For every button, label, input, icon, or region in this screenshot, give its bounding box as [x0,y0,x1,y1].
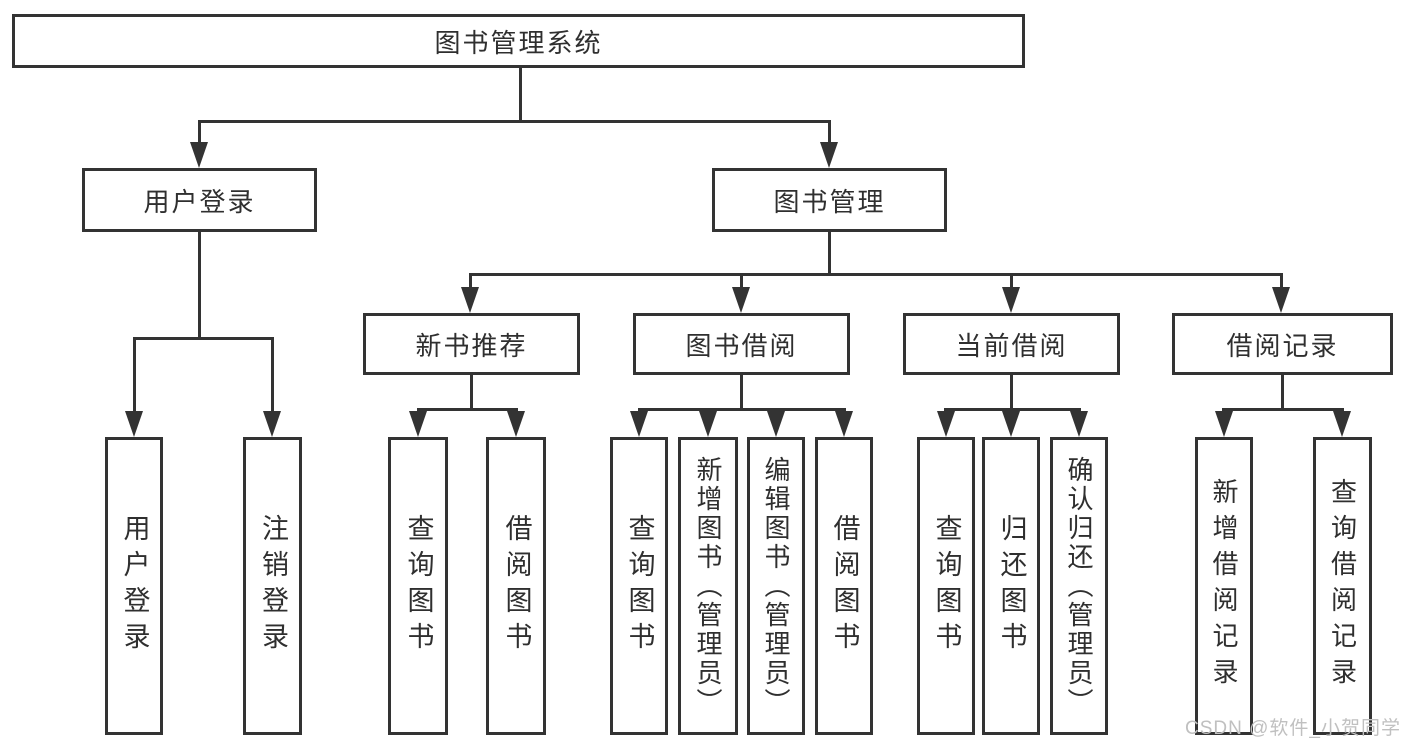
leaf-label: 查询借阅记录 [1327,478,1358,694]
connector-line [1010,375,1013,408]
csdn-watermark: CSDN @软件_小贺同学 [1185,718,1401,739]
leaf-label: 查询图书 [403,514,434,658]
leaf-label: 查询图书 [931,514,962,658]
leaf-label: 注销登录 [258,514,288,658]
arrow-down-icon [699,411,717,437]
connector-line [740,375,743,408]
arrow-down-icon [263,411,281,437]
leaf-query-books: 查询图书 [610,437,668,735]
leaf-label: 借阅图书 [501,514,532,658]
arrow-down-icon [1272,287,1290,313]
connector-line [470,375,473,408]
connector-line [740,273,743,293]
leaf-label: 用户登录 [119,514,150,658]
connector-line [133,337,274,340]
leaf-user-login: 用户登录 [105,437,163,735]
leaf-label: 归还图书 [996,514,1027,658]
arrow-down-icon [732,287,750,313]
connector-line [519,68,522,123]
arrow-down-icon [767,411,785,437]
leaf-borrow-books: 借阅图书 [486,437,546,735]
node-current-borrowing: 当前借阅 [903,313,1120,375]
leaf-edit-books-admin: 编辑图书（管理员） [747,437,805,735]
node-user-login: 用户登录 [82,168,317,232]
leaf-query-books: 查询图书 [388,437,448,735]
arrow-down-icon [630,411,648,437]
arrow-down-icon [461,287,479,313]
connector-line [944,408,1081,411]
arrow-down-icon [1002,287,1020,313]
connector-line [828,232,831,276]
node-book-management: 图书管理 [712,168,947,232]
node-book-borrowing: 图书借阅 [633,313,850,375]
arrow-down-icon [835,411,853,437]
connector-line [469,273,1283,276]
node-label: 借阅记录 [1226,330,1339,361]
arrow-down-icon [1215,411,1233,437]
arrow-down-icon [190,142,208,168]
arrow-down-icon [409,411,427,437]
node-label: 图书管理系统 [434,27,603,58]
connector-line [198,232,201,337]
node-label: 图书借阅 [685,330,798,361]
leaf-add-borrow-record: 新增借阅记录 [1195,437,1253,735]
node-label: 用户登录 [143,186,256,217]
arrow-down-icon [1002,411,1020,437]
leaf-label: 查询图书 [624,514,655,658]
leaf-add-books-admin: 新增图书（管理员） [678,437,738,735]
connector-line [198,120,201,148]
connector-line [271,337,274,415]
connector-line [198,120,831,123]
arrow-down-icon [125,411,143,437]
leaf-label: 借阅图书 [829,514,860,658]
arrow-down-icon [507,411,525,437]
connector-line [1280,273,1283,293]
arrow-down-icon [1333,411,1351,437]
connector-line [828,120,831,148]
connector-line [1281,375,1284,408]
connector-line [133,337,136,415]
leaf-confirm-return-admin: 确认归还（管理员） [1050,437,1108,735]
node-new-book-recommendation: 新书推荐 [363,313,580,375]
arrow-down-icon [820,142,838,168]
node-borrowing-records: 借阅记录 [1172,313,1393,375]
connector-line [417,408,518,411]
node-label: 新书推荐 [415,330,528,361]
leaf-return-books: 归还图书 [982,437,1040,735]
node-label: 当前借阅 [955,330,1068,361]
leaf-label: 编辑图书（管理员） [761,455,791,717]
leaf-borrow-books: 借阅图书 [815,437,873,735]
connector-line [638,408,846,411]
leaf-label: 新增借阅记录 [1209,478,1239,694]
leaf-logout: 注销登录 [243,437,302,735]
leaf-label: 确认归还（管理员） [1064,455,1094,717]
node-library-management-system: 图书管理系统 [12,14,1025,68]
connector-line [1010,273,1013,293]
connector-line [469,273,472,293]
arrow-down-icon [1070,411,1088,437]
node-label: 图书管理 [773,186,886,217]
leaf-label: 新增图书（管理员） [693,455,723,717]
arrow-down-icon [937,411,955,437]
leaf-query-books: 查询图书 [917,437,975,735]
connector-line [1222,408,1344,411]
leaf-query-borrow-record: 查询借阅记录 [1313,437,1372,735]
